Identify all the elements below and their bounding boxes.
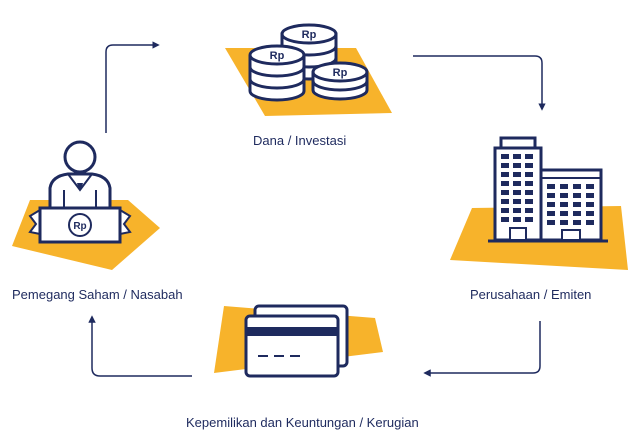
building-window bbox=[525, 217, 533, 222]
building-window bbox=[513, 172, 521, 177]
investment-label: Dana / Investasi bbox=[253, 133, 347, 148]
arrow-icon bbox=[423, 321, 541, 377]
building-window bbox=[501, 163, 509, 168]
building-window bbox=[573, 220, 581, 225]
building-window bbox=[573, 202, 581, 207]
building-window bbox=[547, 193, 555, 198]
building-window bbox=[501, 181, 509, 186]
building-window bbox=[573, 193, 581, 198]
building-window bbox=[513, 190, 521, 195]
building-window bbox=[501, 217, 509, 222]
building-window bbox=[586, 193, 594, 198]
building-window bbox=[513, 163, 521, 168]
building-window bbox=[525, 199, 533, 204]
building-window bbox=[525, 172, 533, 177]
office-buildings-icon bbox=[450, 136, 628, 270]
building-window bbox=[525, 181, 533, 186]
note-symbol: Rp bbox=[73, 221, 86, 232]
building-window bbox=[525, 154, 533, 159]
building-window bbox=[586, 220, 594, 225]
company-label: Perusahaan / Emiten bbox=[470, 287, 592, 302]
building-window bbox=[560, 193, 568, 198]
building-window bbox=[547, 202, 555, 207]
building-window bbox=[525, 208, 533, 213]
building-window bbox=[560, 184, 568, 189]
building-window bbox=[525, 190, 533, 195]
building-window bbox=[501, 190, 509, 195]
arrow-icon bbox=[105, 41, 160, 133]
person-at-desk-icon: Rp bbox=[12, 140, 160, 270]
ownership-label: Kepemilikan dan Keuntungan / Kerugian bbox=[186, 415, 419, 430]
coin-symbol: Rp bbox=[302, 29, 317, 41]
building-window bbox=[525, 163, 533, 168]
building-window bbox=[501, 208, 509, 213]
building-window bbox=[547, 184, 555, 189]
building-window bbox=[513, 181, 521, 186]
building-window bbox=[513, 154, 521, 159]
bank-cards-icon bbox=[214, 304, 383, 378]
building-window bbox=[560, 211, 568, 216]
arrow-icon bbox=[413, 55, 546, 111]
building-window bbox=[501, 172, 509, 177]
building-window bbox=[547, 220, 555, 225]
building-window bbox=[586, 211, 594, 216]
arrow-icon bbox=[88, 315, 192, 377]
building-window bbox=[586, 202, 594, 207]
coin-symbol: Rp bbox=[270, 50, 285, 62]
building-window bbox=[560, 202, 568, 207]
building-window bbox=[573, 211, 581, 216]
building-window bbox=[547, 211, 555, 216]
building-window bbox=[501, 154, 509, 159]
building-window bbox=[586, 184, 594, 189]
building-window bbox=[501, 199, 509, 204]
building-window bbox=[560, 220, 568, 225]
building-window bbox=[513, 208, 521, 213]
building-window bbox=[573, 184, 581, 189]
coin-symbol: Rp bbox=[333, 67, 348, 79]
building-window bbox=[513, 217, 521, 222]
coins-stack-icon: Rp Rp Rp bbox=[225, 23, 392, 116]
shareholder-label: Pemegang Saham / Nasabah bbox=[12, 287, 183, 302]
building-window bbox=[513, 199, 521, 204]
